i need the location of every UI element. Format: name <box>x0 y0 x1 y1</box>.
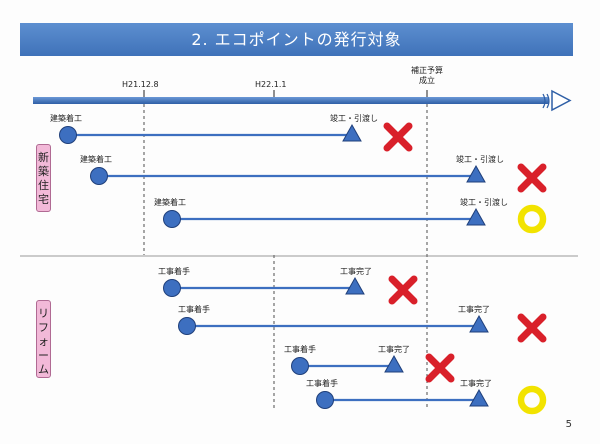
end-triangle-icon <box>466 164 486 183</box>
eligible-ring-icon <box>517 204 547 234</box>
not-eligible-cross-icon <box>388 275 418 305</box>
timeline-break-icon <box>542 93 550 109</box>
row-start-label: 工事着手 <box>306 378 338 388</box>
start-circle-icon <box>163 210 181 228</box>
row-start-label: 工事着手 <box>178 304 210 314</box>
end-triangle-icon <box>384 354 404 373</box>
page-number: 5 <box>565 419 572 430</box>
row-end-label: 工事完了 <box>340 266 372 276</box>
category-new-house: 新築住宅 <box>36 144 51 212</box>
start-circle-icon <box>59 126 77 144</box>
start-circle-icon <box>291 357 309 375</box>
row-start-label: 建築着工 <box>154 197 186 207</box>
row-end-label: 工事完了 <box>378 344 410 354</box>
start-circle-icon <box>178 317 196 335</box>
timeline-bar <box>33 97 549 104</box>
row-end-label: 竣工・引渡し <box>330 113 378 123</box>
timeline-label-h22: H22.1.1 <box>255 80 286 89</box>
row-end-label: 竣工・引渡し <box>460 197 508 207</box>
timeline-row: 工事着手 工事完了 <box>306 378 547 415</box>
timeline-label-budget: 補正予算成立 <box>411 65 443 85</box>
category-reform: リフォーム <box>36 300 51 378</box>
not-eligible-cross-icon <box>517 313 547 343</box>
page-title: 2. エコポイントの発行対象 <box>20 23 573 56</box>
timeline-row: 工事着手 工事完了 <box>158 266 418 305</box>
end-triangle-icon <box>466 207 486 226</box>
row-start-label: 建築着工 <box>50 113 82 123</box>
timeline-row: 工事着手 工事完了 <box>284 344 455 383</box>
timeline-arrowhead-icon <box>551 89 572 112</box>
timeline-row: 建築着工 竣工・引渡し <box>154 197 547 234</box>
not-eligible-cross-icon <box>383 122 413 152</box>
end-triangle-icon <box>469 388 489 407</box>
start-circle-icon <box>316 391 334 409</box>
row-start-label: 工事着手 <box>284 344 316 354</box>
start-circle-icon <box>90 167 108 185</box>
timeline-label-h21: H21.12.8 <box>122 80 159 89</box>
end-triangle-icon <box>469 314 489 333</box>
end-triangle-icon <box>342 123 362 142</box>
row-end-label: 竣工・引渡し <box>456 154 504 164</box>
timeline-row: 工事着手 工事完了 <box>178 304 547 343</box>
row-end-label: 工事完了 <box>460 378 492 388</box>
row-start-label: 建築着工 <box>80 154 112 164</box>
timeline-row: 建築着工 竣工・引渡し <box>80 154 547 193</box>
end-triangle-icon <box>345 276 365 295</box>
timeline-row: 建築着工 竣工・引渡し <box>50 113 413 152</box>
not-eligible-cross-icon <box>517 163 547 193</box>
not-eligible-cross-icon <box>425 353 455 383</box>
eligible-ring-icon <box>517 385 547 415</box>
row-end-label: 工事完了 <box>458 304 490 314</box>
row-start-label: 工事着手 <box>158 266 190 276</box>
start-circle-icon <box>163 279 181 297</box>
